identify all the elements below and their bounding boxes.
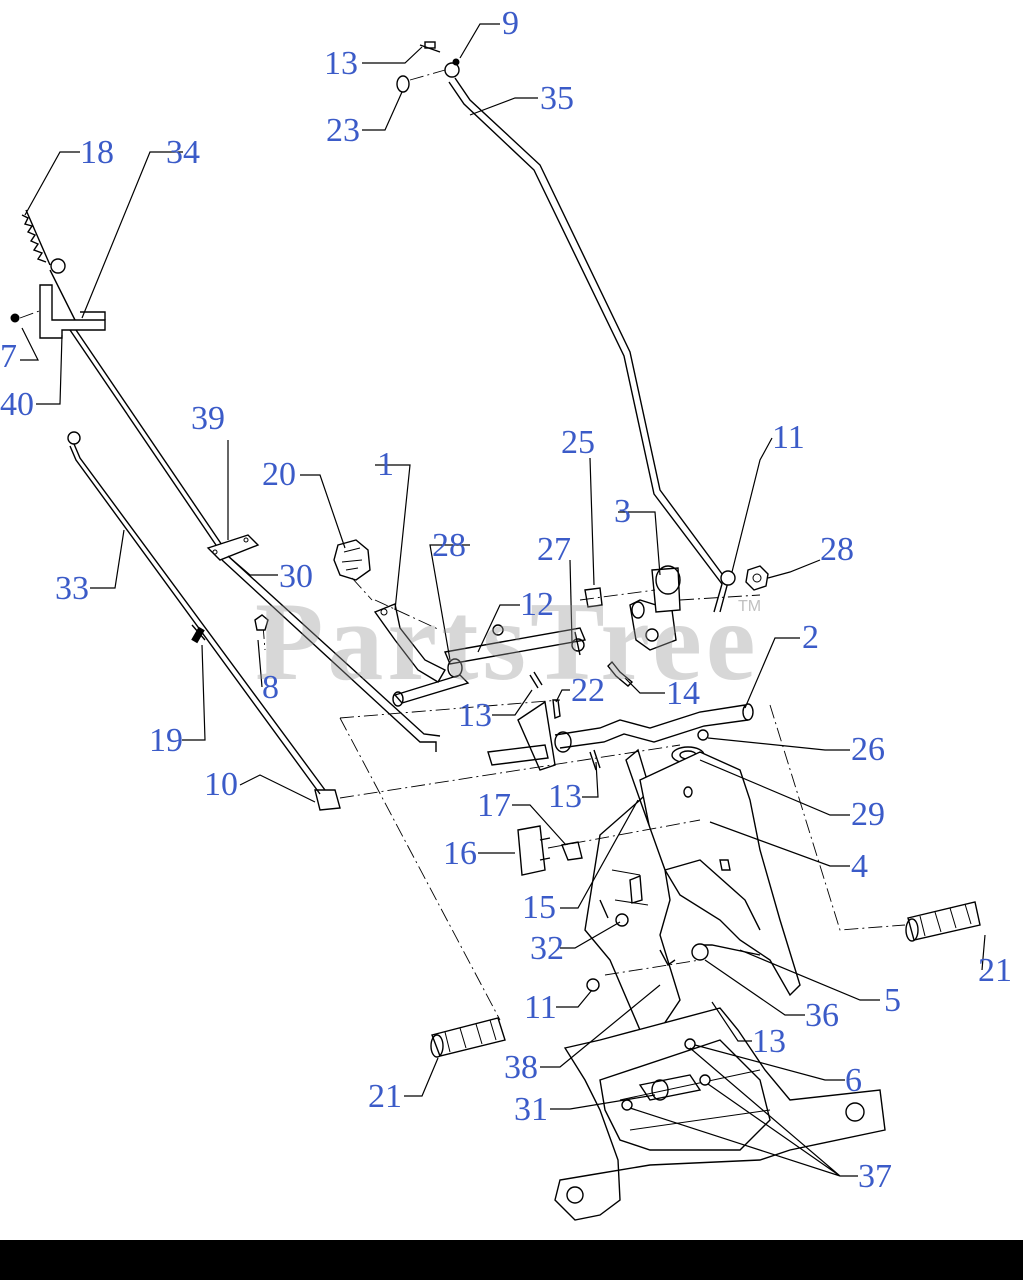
callout-13[interactable]: 13 <box>458 697 492 734</box>
exploded-parts-drawing <box>10 23 986 1221</box>
callout-16[interactable]: 16 <box>443 835 477 872</box>
callout-4[interactable]: 4 <box>851 848 868 885</box>
callout-9[interactable]: 9 <box>502 5 519 42</box>
callout-10[interactable]: 10 <box>204 766 238 803</box>
callout-37[interactable]: 37 <box>858 1158 892 1195</box>
callout-14[interactable]: 14 <box>666 675 700 712</box>
callout-34[interactable]: 34 <box>166 134 200 171</box>
callout-38[interactable]: 38 <box>504 1049 538 1086</box>
callout-18[interactable]: 18 <box>80 134 114 171</box>
right-nuts-part <box>720 565 769 591</box>
foot-peg-left-part <box>430 1017 506 1058</box>
trademark-mark: TM <box>738 598 762 615</box>
foot-peg-right-part <box>905 901 981 942</box>
callout-5[interactable]: 5 <box>884 982 901 1019</box>
callout-13[interactable]: 13 <box>548 778 582 815</box>
callout-13[interactable]: 13 <box>324 45 358 82</box>
callout-25[interactable]: 25 <box>561 424 595 461</box>
callout-33[interactable]: 33 <box>55 570 89 607</box>
callout-2[interactable]: 2 <box>802 619 819 656</box>
parts-diagram-page: PartsTree TM 9 13 35 23 18 34 7 40 39 20… <box>0 0 1023 1240</box>
spring-bracket-part <box>10 209 106 339</box>
main-frame-part <box>584 748 801 1031</box>
pivot-bracket-part <box>579 565 761 651</box>
callout-7[interactable]: 7 <box>0 338 17 375</box>
callout-40[interactable]: 40 <box>0 386 34 423</box>
callout-21[interactable]: 21 <box>978 952 1012 989</box>
pedal-shaft-part <box>487 700 754 771</box>
callout-31[interactable]: 31 <box>514 1091 548 1128</box>
callout-12[interactable]: 12 <box>520 586 554 623</box>
mount-plate-part <box>206 534 260 561</box>
callout-20[interactable]: 20 <box>262 456 296 493</box>
callout-13[interactable]: 13 <box>752 1023 786 1060</box>
callout-26[interactable]: 26 <box>851 731 885 768</box>
leader-lines <box>20 23 986 1177</box>
switch-part <box>517 825 583 876</box>
callout-39[interactable]: 39 <box>191 400 225 437</box>
callout-1[interactable]: 1 <box>377 446 394 483</box>
callout-22[interactable]: 22 <box>571 672 605 709</box>
callout-28[interactable]: 28 <box>820 531 854 568</box>
cross-shaft-part <box>444 624 586 665</box>
callout-28[interactable]: 28 <box>432 527 466 564</box>
callout-8[interactable]: 8 <box>262 669 279 706</box>
callout-3[interactable]: 3 <box>614 493 631 530</box>
top-fitting-part <box>396 41 460 93</box>
callout-35[interactable]: 35 <box>540 80 574 117</box>
pedal-lever-part <box>373 603 470 707</box>
callout-11[interactable]: 11 <box>772 419 805 456</box>
callout-30[interactable]: 30 <box>279 558 313 595</box>
callout-36[interactable]: 36 <box>805 997 839 1034</box>
callout-17[interactable]: 17 <box>477 787 511 824</box>
partstree-watermark: PartsTree <box>255 580 760 704</box>
long-rod-part <box>67 431 341 811</box>
shift-rod-part <box>448 77 729 613</box>
callout-19[interactable]: 19 <box>149 722 183 759</box>
callout-32[interactable]: 32 <box>530 930 564 967</box>
pin-clips-part <box>529 660 634 771</box>
small-nut-part <box>254 614 269 631</box>
callout-29[interactable]: 29 <box>851 796 885 833</box>
assembly-lines <box>262 577 906 1021</box>
callout-27[interactable]: 27 <box>537 531 571 568</box>
callout-23[interactable]: 23 <box>326 112 360 149</box>
callout-21[interactable]: 21 <box>368 1078 402 1115</box>
cable-rod-part <box>69 329 441 752</box>
callout-11[interactable]: 11 <box>524 989 557 1026</box>
callout-15[interactable]: 15 <box>522 889 556 926</box>
nut-part <box>333 539 371 581</box>
base-plate-part <box>554 1007 886 1221</box>
callout-6[interactable]: 6 <box>845 1062 862 1099</box>
